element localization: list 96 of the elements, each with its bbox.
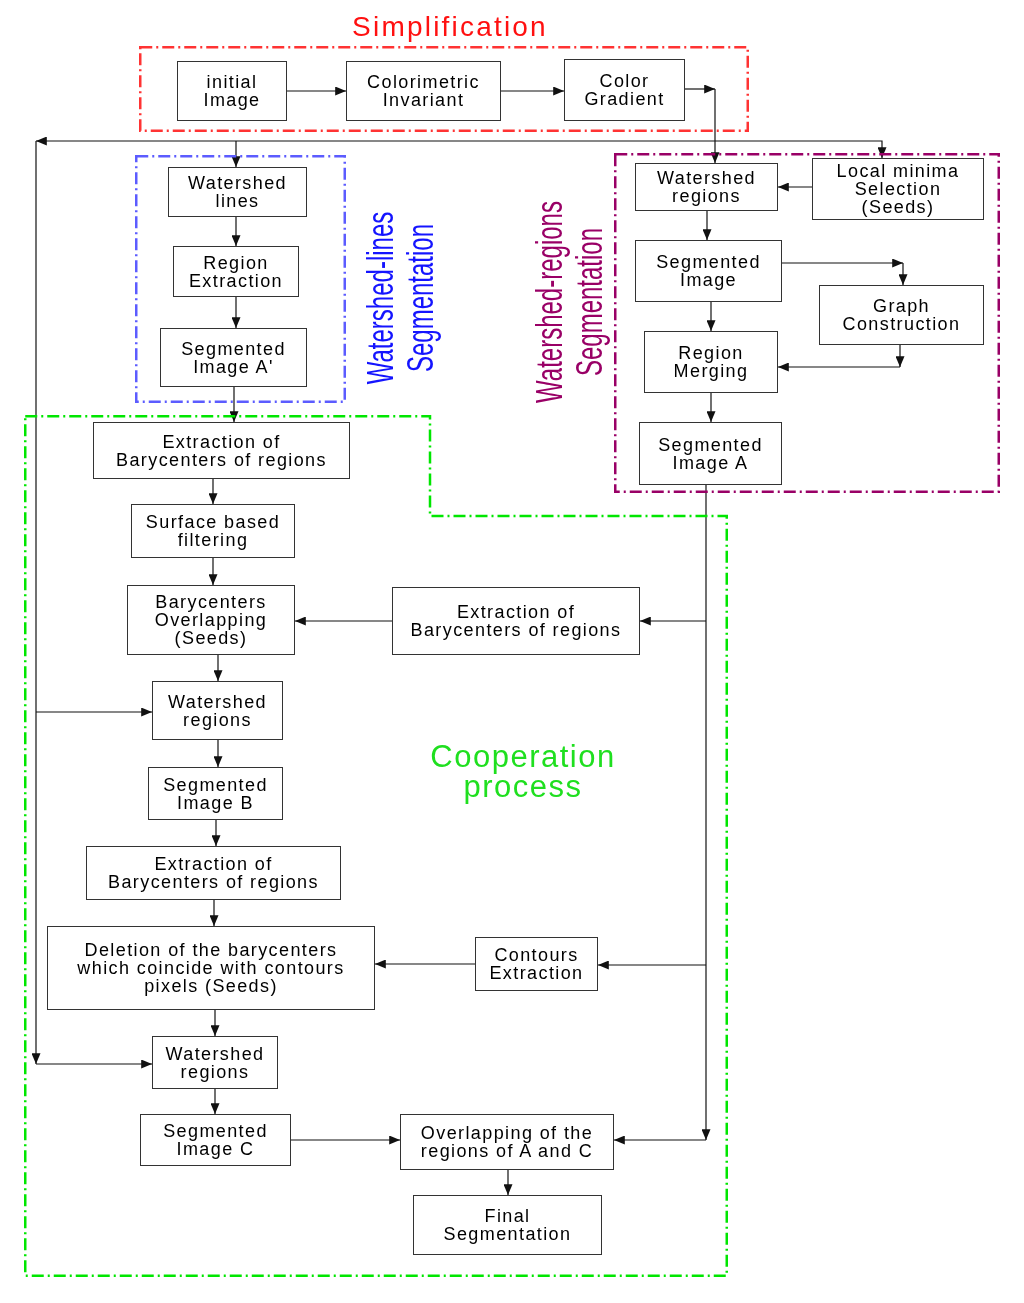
process-box <box>346 61 501 121</box>
process-box <box>644 331 778 393</box>
process-box <box>173 246 299 297</box>
arrow <box>208 478 218 505</box>
arrow <box>31 711 41 1065</box>
arrow <box>706 301 716 332</box>
group-title: Simplification <box>352 11 548 43</box>
arrow <box>209 899 219 927</box>
process-box <box>639 422 782 485</box>
process-box <box>86 846 341 900</box>
process-box <box>131 504 295 558</box>
step-label: initial Image <box>202 73 262 109</box>
step-label: Watershed regions <box>164 1044 266 1081</box>
arrow <box>710 140 720 164</box>
step-label: Segmented Image <box>655 253 762 289</box>
group-title: Watershed-lines Segmentation <box>359 210 441 387</box>
arrow <box>35 1059 153 1069</box>
process-box <box>413 1195 602 1255</box>
arrow <box>286 86 347 96</box>
arrow <box>290 1135 401 1145</box>
process-box <box>812 158 984 220</box>
connector-line <box>705 484 707 622</box>
arrow <box>701 964 711 1141</box>
group-title: Cooperation process <box>429 742 617 802</box>
arrow <box>777 182 813 192</box>
group-title: Watershed-regions Segmentation <box>528 200 610 405</box>
arrow <box>35 136 237 146</box>
arrow <box>374 959 476 969</box>
process-box <box>635 163 778 211</box>
process-box <box>160 328 307 387</box>
arrow <box>777 362 901 372</box>
arrow <box>639 616 707 626</box>
arrow <box>231 296 241 329</box>
arrow <box>895 344 905 368</box>
arrow <box>231 216 241 247</box>
step-label: Region Merging <box>672 344 750 380</box>
process-box <box>635 240 782 302</box>
process-box <box>177 61 287 121</box>
step-label: Watershed regions <box>656 169 757 205</box>
arrow <box>714 140 887 159</box>
step-label: Contours Extraction <box>488 946 585 982</box>
arrow <box>503 1169 513 1196</box>
arrow <box>706 392 716 423</box>
arrow <box>210 1009 220 1037</box>
process-box <box>392 587 640 655</box>
connector-line <box>235 140 716 142</box>
process-box <box>152 1036 278 1089</box>
arrow <box>898 262 908 286</box>
arrow <box>597 960 707 970</box>
step-label: Watershed lines <box>187 174 288 210</box>
step-label: Final Segmentation <box>442 1207 573 1243</box>
step-label: Surface based filtering <box>144 513 282 549</box>
process-box <box>475 937 598 991</box>
process-box <box>168 167 307 217</box>
process-box <box>148 767 283 820</box>
process-box <box>127 585 295 655</box>
step-label: Graph Construction <box>841 297 962 333</box>
arrow <box>213 739 223 768</box>
arrow <box>500 86 565 96</box>
step-label: Extraction of Barycenters of regions <box>115 432 328 469</box>
arrow <box>613 1135 707 1145</box>
connector-line <box>35 140 37 713</box>
step-label: Segmented Image A' <box>180 339 287 376</box>
step-label: Colorimetric Invariant <box>366 73 481 109</box>
step-label: Watershed regions <box>167 692 268 729</box>
process-box <box>47 926 375 1010</box>
arrow <box>213 654 223 682</box>
arrow <box>294 616 393 626</box>
arrow <box>684 84 716 94</box>
process-box <box>564 59 685 121</box>
step-label: Local minima Selection (Seeds) <box>835 162 961 216</box>
process-box <box>819 285 984 345</box>
connector-line <box>705 620 707 966</box>
process-box <box>93 422 350 479</box>
arrow <box>211 819 221 847</box>
arrow <box>229 386 239 423</box>
step-label: Extraction of Barycenters of regions <box>107 855 320 891</box>
arrow <box>702 210 712 241</box>
arrow <box>231 140 241 168</box>
arrow <box>35 707 153 717</box>
arrow <box>208 557 218 586</box>
step-label: Extraction of Barycenters of regions <box>409 603 623 639</box>
step-label: Segmented Image C <box>162 1122 269 1158</box>
step-label: Color Gradient <box>583 72 666 108</box>
connector-line <box>714 88 716 142</box>
arrow <box>781 258 904 268</box>
step-label: Barycenters Overlapping (Seeds) <box>153 593 269 647</box>
step-label: Segmented Image B <box>162 775 269 812</box>
step-label: Overlapping of the regions of A and C <box>419 1124 595 1160</box>
step-label: Segmented Image A <box>657 435 764 472</box>
process-box <box>140 1114 291 1166</box>
arrow <box>210 1088 220 1115</box>
step-label: Deletion of the barycenters which coincide with contours pixels (Seeds) <box>76 941 346 995</box>
process-box <box>152 681 283 740</box>
process-box <box>400 1114 614 1170</box>
step-label: Region Extraction <box>187 253 284 290</box>
